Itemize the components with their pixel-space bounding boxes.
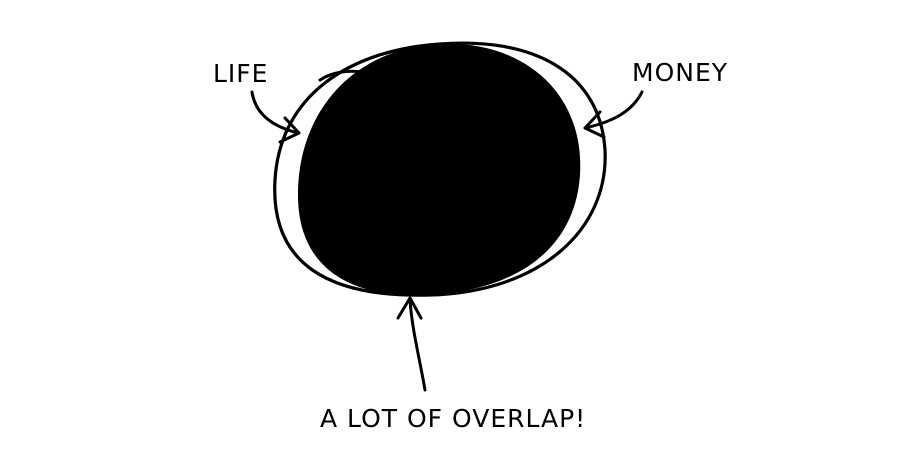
- overlap-arrow: [396, 296, 427, 392]
- life-arrow: [250, 90, 301, 144]
- money-label: MONEY: [632, 58, 729, 87]
- overlap-arrow-shaft: [408, 298, 427, 392]
- money-arrow: [583, 90, 644, 139]
- overlap-label: A LOT OF OVERLAP!: [320, 404, 587, 433]
- life-label: LIFE: [213, 59, 269, 88]
- money-arrowhead: [583, 110, 606, 139]
- life-arrowhead: [278, 116, 301, 144]
- money-arrow-shaft: [583, 90, 644, 130]
- life-circle-outline: [273, 41, 607, 297]
- overlap-arrowhead: [396, 296, 423, 320]
- life-arrow-shaft: [250, 90, 300, 135]
- money-filled-circle: [298, 43, 581, 296]
